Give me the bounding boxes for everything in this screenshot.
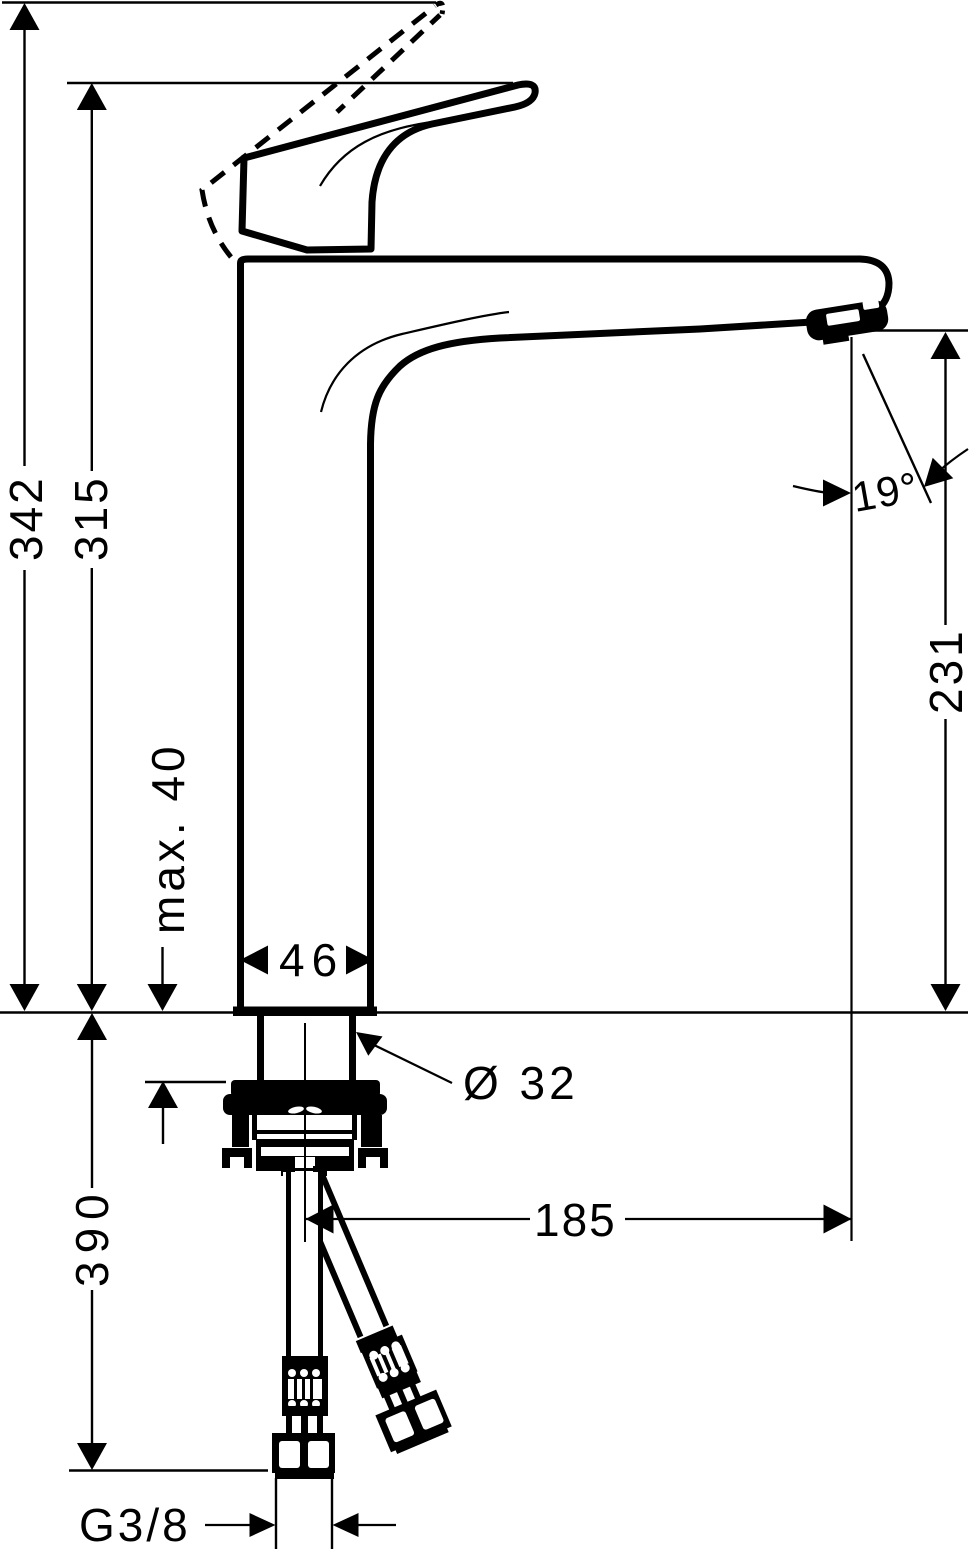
- svg-text:G3/8: G3/8: [79, 1499, 191, 1549]
- svg-text:342: 342: [0, 475, 52, 561]
- svg-text:46: 46: [279, 934, 344, 986]
- svg-text:390: 390: [66, 1186, 118, 1287]
- svg-text:315: 315: [65, 475, 117, 561]
- svg-text:231: 231: [920, 628, 971, 714]
- svg-text:19°: 19°: [848, 463, 922, 521]
- svg-text:Ø 32: Ø 32: [463, 1057, 579, 1109]
- svg-text:185: 185: [534, 1194, 617, 1246]
- svg-text:max. 40: max. 40: [142, 742, 194, 934]
